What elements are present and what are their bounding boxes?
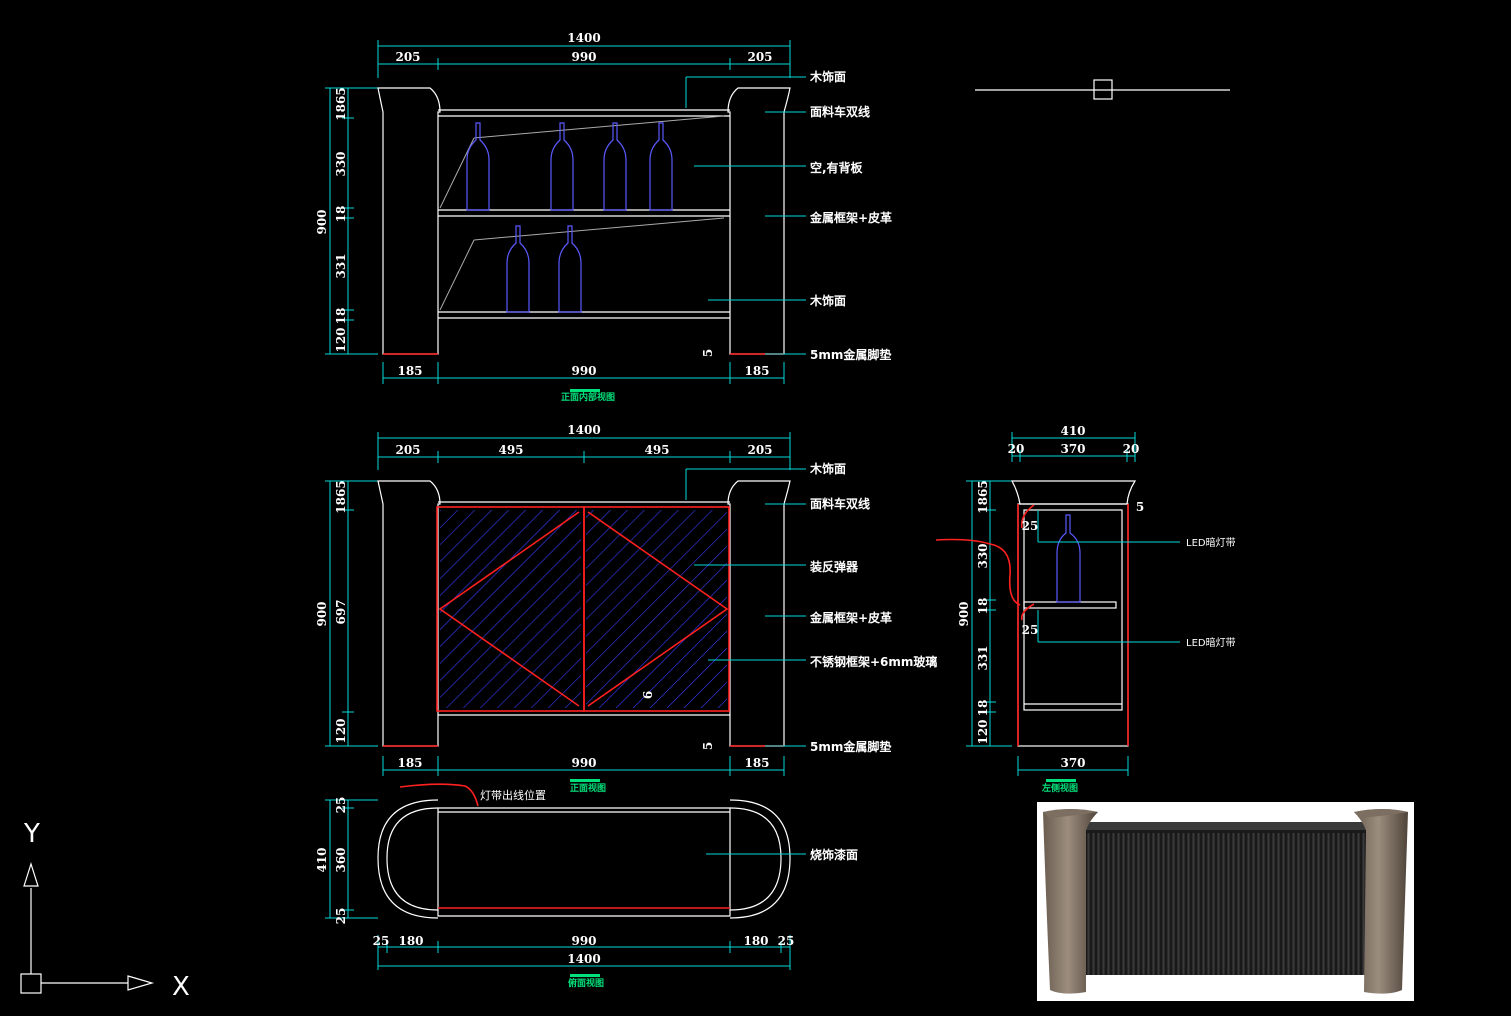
height-segment: 330 (334, 151, 348, 176)
y-axis-label: Y (23, 819, 40, 849)
segment-label: 20 (1008, 442, 1025, 456)
light-exit-note: 灯带出线位置 (480, 788, 546, 802)
segment-label: 25 (373, 934, 390, 948)
total-height-label: 900 (957, 601, 971, 626)
segment-label: 495 (644, 443, 669, 457)
view-caption: 俯面视图 (568, 977, 604, 989)
overall-width-label: 1400 (567, 952, 600, 966)
annotation: 面料车双线 (810, 496, 870, 511)
segment-label: 495 (498, 443, 523, 457)
segment-label: 20 (1123, 442, 1140, 456)
height-segment: 25 (334, 797, 348, 814)
view-caption: 左侧视图 (1041, 782, 1078, 794)
height-segment: 120 (334, 327, 348, 352)
height-segment: 330 (976, 543, 990, 568)
height-segment: 331 (976, 645, 990, 670)
segment-label: 185 (397, 364, 422, 378)
segment-label: 180 (398, 934, 423, 948)
annotation: 木饰面 (809, 293, 846, 308)
door-gap-label: 6 (641, 691, 655, 699)
height-segment: 410 (315, 847, 329, 872)
led-offset: 25 (1022, 623, 1039, 637)
left-round-end (377, 799, 439, 919)
segment-label: 205 (747, 50, 772, 64)
plan-view: 灯带出线位置 25 410 360 25 25 180 990 180 25 1… (315, 783, 858, 989)
wine-bottles (466, 122, 673, 313)
segment-label: 185 (397, 756, 422, 770)
segment-label: 990 (571, 50, 596, 64)
height-segment: 360 (334, 847, 348, 872)
small-dim-label: 5 (1136, 500, 1144, 514)
annotation: 金属框架+皮革 (809, 210, 892, 225)
segment-label: 205 (747, 443, 772, 457)
led-offset: 25 (1022, 519, 1039, 533)
render-preview (1037, 802, 1414, 1001)
segment-label: 990 (571, 364, 596, 378)
ucs-icon: Y X (20, 819, 190, 1002)
overall-width-label: 1400 (567, 31, 600, 45)
total-height-label: 900 (315, 601, 329, 626)
small-dim-label: 5 (701, 742, 715, 750)
annotation: 木饰面 (809, 461, 846, 476)
door-right (583, 506, 730, 712)
x-axis-label: X (172, 972, 190, 1002)
annotation: 空,有背板 (810, 160, 864, 175)
side-view: 410 20 370 20 900 1865 330 18 331 18 120 (935, 424, 1236, 794)
segment-label: 205 (395, 50, 420, 64)
annotation: 金属框架+皮革 (809, 610, 892, 625)
right-end-panel (727, 87, 791, 355)
view-caption: 正面内部视图 (561, 391, 615, 403)
segment-label: 990 (571, 934, 596, 948)
overall-width-label: 1400 (567, 423, 600, 437)
annotation: 烧饰漆面 (810, 847, 858, 862)
right-end-panel (727, 480, 791, 747)
left-end-panel (377, 480, 441, 747)
height-segment: 120 (334, 718, 348, 743)
segment-label: 990 (571, 756, 596, 770)
height-segment: 25 (334, 908, 348, 925)
height-segment: 1865 (334, 480, 348, 513)
annotation: 装反弹器 (809, 559, 859, 574)
segment-label: 370 (1060, 442, 1085, 456)
height-segment: 18 (976, 598, 990, 615)
height-segment: 697 (334, 599, 348, 624)
annotation: 5mm金属脚垫 (810, 347, 891, 362)
height-segment: 18 (334, 206, 348, 223)
segment-label: 185 (744, 756, 769, 770)
wine-bottle (1056, 514, 1081, 603)
height-segment: 331 (334, 253, 348, 278)
front-view: 1400 205 495 495 205 900 1865 697 120 (315, 423, 937, 794)
annotation: 5mm金属脚垫 (810, 739, 891, 754)
annotation: LED暗灯带 (1186, 536, 1236, 549)
annotation: LED暗灯带 (1186, 636, 1236, 649)
left-end-panel (377, 87, 441, 355)
side-top (1010, 480, 1137, 505)
segment-label: 25 (778, 934, 795, 948)
small-dim-label: 5 (701, 349, 715, 357)
height-segment: 18 (976, 700, 990, 717)
section-marker (975, 79, 1230, 100)
annotation: 木饰面 (809, 69, 846, 84)
overall-width-label: 410 (1060, 424, 1085, 438)
segment-label: 205 (395, 443, 420, 457)
right-round-end (729, 799, 791, 919)
annotation: 不锈钢框架+6mm玻璃 (810, 654, 937, 669)
height-segment: 120 (976, 719, 990, 744)
height-segment: 18 (334, 308, 348, 325)
height-segment: 1865 (976, 480, 990, 513)
view-caption: 正面视图 (570, 782, 606, 794)
front-inner-view: 1400 205 990 205 900 1865 330 18 331 18 … (315, 31, 892, 403)
annotation: 面料车双线 (810, 104, 870, 119)
segment-label: 180 (743, 934, 768, 948)
bottom-width-label: 370 (1060, 756, 1085, 770)
total-height-label: 900 (315, 209, 329, 234)
height-segment: 1865 (334, 87, 348, 120)
segment-label: 185 (744, 364, 769, 378)
